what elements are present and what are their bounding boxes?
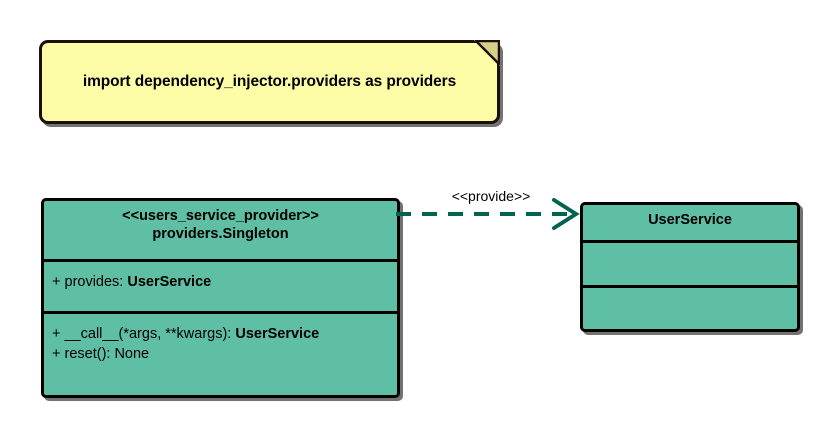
- dependency-stereotype-label: <<provide>>: [451, 188, 531, 204]
- class-attributes-compartment: [583, 240, 797, 285]
- attribute-label: provides:: [64, 274, 128, 290]
- import-note[interactable]: import dependency_injector.providers as …: [39, 40, 500, 124]
- class-name: UserService: [648, 212, 732, 228]
- class-stereotype: <<users_service_provider>>: [122, 208, 319, 224]
- method-label: reset(): None: [64, 346, 150, 362]
- note-text: import dependency_injector.providers as …: [82, 73, 457, 90]
- dependency-arrow[interactable]: [396, 186, 586, 236]
- class-attributes-compartment: + provides: UserService: [44, 259, 397, 311]
- attribute-visibility: +: [52, 274, 61, 290]
- class-name: providers.Singleton: [152, 226, 289, 242]
- note-fold-corner-icon: [474, 40, 500, 66]
- attribute-type: UserService: [127, 274, 212, 290]
- method-visibility: +: [52, 346, 61, 362]
- class-header-users-service-provider: <<users_service_provider>> providers.Sin…: [44, 201, 397, 259]
- method-type: UserService: [235, 326, 320, 342]
- dependency-arrowhead-icon: [552, 198, 580, 230]
- class-attribute-row: + provides: UserService: [52, 272, 389, 292]
- class-box-users-service-provider[interactable]: <<users_service_provider>> providers.Sin…: [41, 198, 400, 398]
- class-method-row: + reset(): None: [52, 344, 389, 364]
- class-header-user-service: UserService: [583, 205, 797, 240]
- class-method-row: + __call__(*args, **kwargs): UserService: [52, 324, 389, 344]
- method-visibility: +: [52, 326, 61, 342]
- class-box-user-service[interactable]: UserService: [580, 202, 800, 332]
- class-methods-compartment: + __call__(*args, **kwargs): UserService…: [44, 311, 397, 395]
- method-label: __call__(*args, **kwargs):: [64, 326, 236, 342]
- class-methods-compartment: [583, 285, 797, 326]
